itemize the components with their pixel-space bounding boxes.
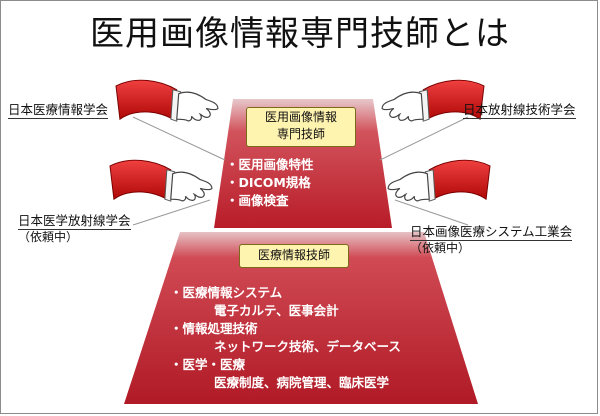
upper-tier-item: ・画像検査 — [226, 193, 289, 208]
partner-label-bottom-left: 日本医学放射線学会 （依頼中） — [18, 213, 131, 244]
lower-tier-shape — [124, 232, 478, 404]
upper-tier-heading-box: 医用画像情報 専門技師 — [246, 107, 356, 147]
lower-tier-heading: 医療情報技師 — [257, 248, 330, 262]
lower-tier-item-label: ・医療情報システム — [170, 285, 283, 300]
connector-line — [394, 199, 469, 226]
connector-line — [379, 116, 469, 161]
reaching-hand-icon — [387, 159, 491, 202]
upper-tier-heading-line: 医用画像情報 — [264, 110, 337, 124]
reaching-hand-icon — [109, 159, 213, 202]
lower-tier-item-detail: ネットワーク技術、データベース — [214, 339, 401, 354]
lower-tier-item-detail: 医療制度、病院管理、臨床医学 — [214, 375, 390, 390]
partner-label-top-left: 日本医療情報学会 — [8, 102, 109, 119]
connector-line — [132, 116, 226, 161]
connector-line — [132, 199, 211, 226]
lower-tier-list: ・医療情報システム 電子カルテ、医事会計 ・情報処理技術 ネットワーク技術、デー… — [170, 284, 401, 392]
lower-tier-item-label: ・情報処理技術 — [170, 321, 258, 336]
upper-tier-item: ・医用画像特性 — [226, 157, 314, 172]
lower-tier-heading-box: 医療情報技師 — [239, 244, 349, 268]
partner-label-bottom-right: 日本画像医療システム工業会 （依頼中） — [410, 224, 573, 255]
slide-title: 医用画像情報専門技師とは — [90, 14, 510, 54]
reaching-hand-icon — [115, 79, 219, 122]
lower-tier-item-label: ・医学・医療 — [170, 357, 246, 372]
upper-tier-list: ・医用画像特性 ・DICOM規格 ・画像検査 — [226, 156, 314, 210]
upper-tier-heading-line: 専門技師 — [276, 127, 325, 141]
lower-tier-item-detail: 電子カルテ、医事会計 — [214, 303, 339, 318]
upper-tier-item: ・DICOM規格 — [226, 175, 311, 190]
partner-label-top-right: 日本放射線技術学会 — [463, 102, 576, 119]
